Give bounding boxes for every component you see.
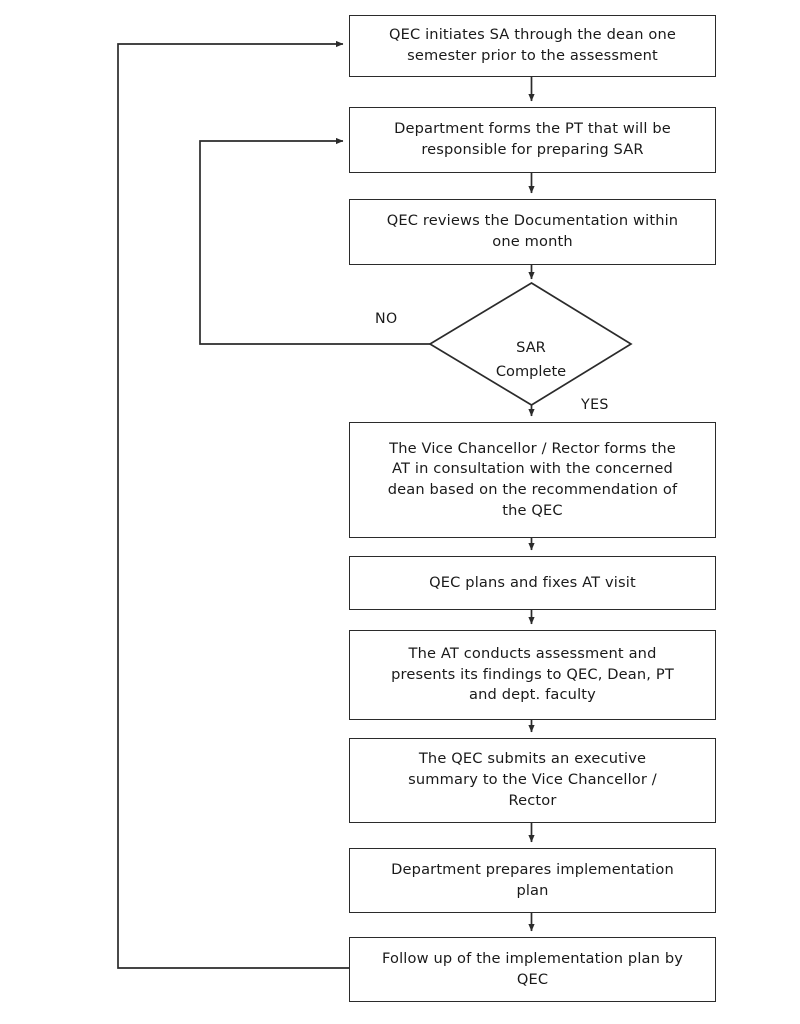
process-node-department-prepares-plan[interactable]: Department prepares implementation plan (349, 848, 716, 913)
edge-label-text: YES (581, 397, 609, 413)
process-node-department-forms-pt[interactable]: Department forms the PT that will be res… (349, 107, 716, 173)
node-label: QEC reviews the Documentation within one… (386, 212, 679, 250)
connector-n10-n1-outerloop (117, 40, 349, 969)
node-label: SAR Complete (495, 339, 567, 381)
decision-diamond-sar-complete (428, 282, 633, 406)
edge-label-yes: YES (581, 397, 609, 413)
decision-node-label-sar-complete: SAR Complete (431, 312, 631, 384)
process-node-follow-up-implementation-plan[interactable]: Follow up of the implementation plan by … (349, 937, 716, 1002)
edge-label-no: NO (375, 311, 398, 327)
node-label: The Vice Chancellor / Rector forms the A… (387, 439, 678, 519)
node-label: Follow up of the implementation plan by … (381, 949, 684, 988)
node-label: The AT conducts assessment and presents … (391, 644, 674, 704)
process-node-at-conducts-assessment[interactable]: The AT conducts assessment and presents … (349, 630, 716, 720)
process-node-qec-initiates-sa[interactable]: QEC initiates SA through the dean one se… (349, 15, 716, 77)
edge-label-text: NO (375, 311, 398, 327)
node-label: Department prepares implementation plan (391, 860, 674, 899)
process-node-qec-plans-at-visit[interactable]: QEC plans and fixes AT visit (349, 556, 716, 610)
process-node-qec-reviews-documentation[interactable]: QEC reviews the Documentation within one… (349, 199, 716, 265)
node-label: The QEC submits an executive summary to … (408, 750, 657, 809)
node-label: QEC plans and fixes AT visit (429, 573, 636, 591)
connector-decision-no-n2 (199, 137, 430, 345)
node-label: Department forms the PT that will be res… (394, 120, 671, 158)
process-node-qec-submits-executive-summary[interactable]: The QEC submits an executive summary to … (349, 738, 716, 823)
process-node-vice-chancellor-forms-at[interactable]: The Vice Chancellor / Rector forms the A… (349, 422, 716, 538)
node-label: QEC initiates SA through the dean one se… (388, 26, 677, 64)
